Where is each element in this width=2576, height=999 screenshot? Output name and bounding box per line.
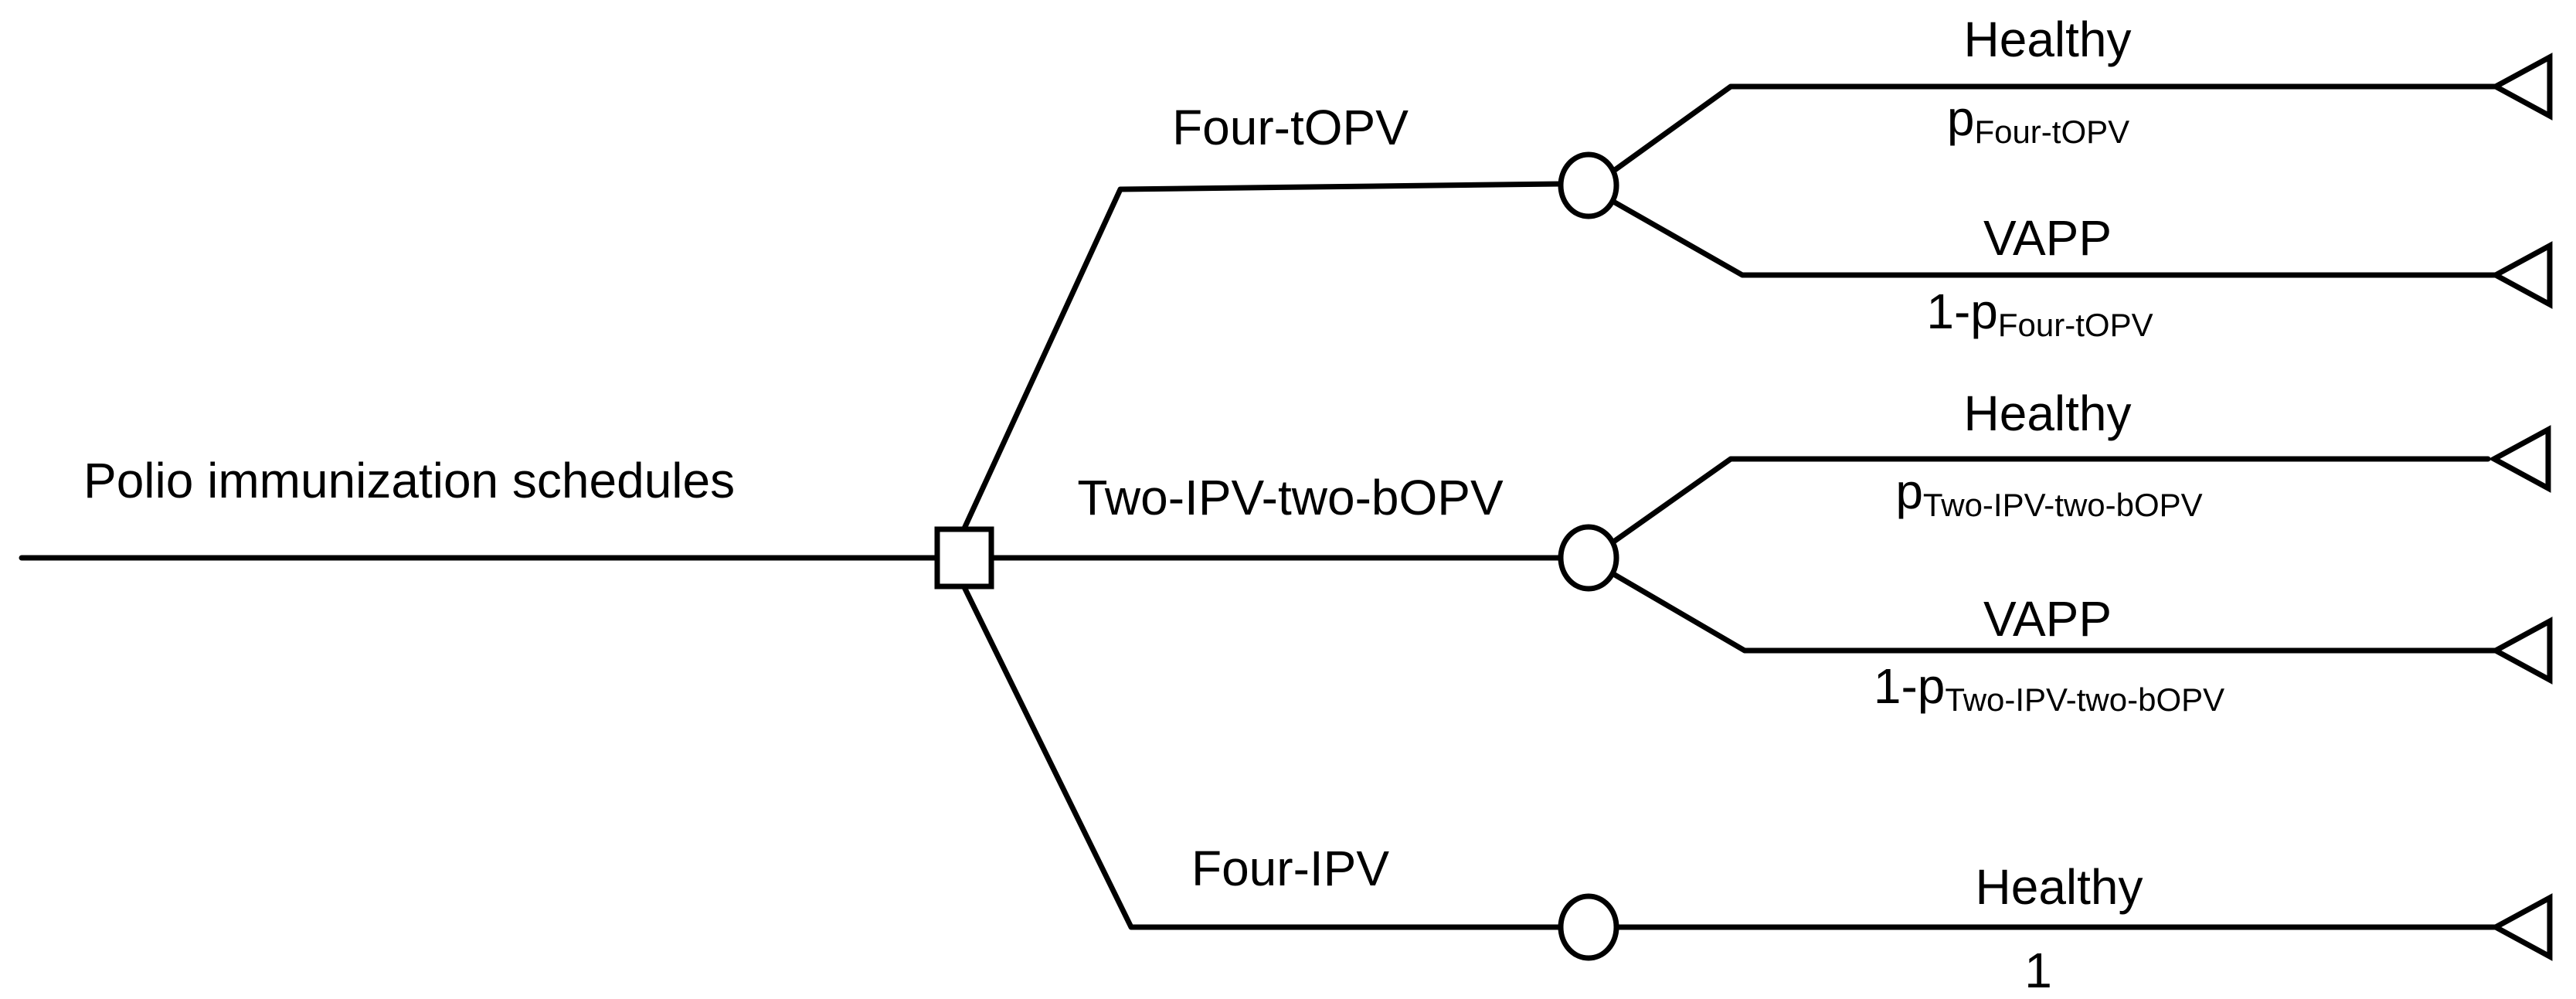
outcome-label-four-topv-healthy: Healthy [1964, 12, 2132, 67]
terminal-node-icon [2489, 893, 2553, 961]
terminal-node-icon [2489, 53, 2553, 121]
strategy-label-four-topv: Four-tOPV [1172, 100, 1409, 155]
chance-node-four-topv [1558, 151, 1619, 219]
outcome-label-two-ipv-healthy: Healthy [1964, 386, 2132, 441]
terminal-node-icon [2489, 241, 2553, 309]
chance-node-two-ipv-two-bopv [1558, 524, 1619, 592]
probability-four-ipv-healthy: 1 [2024, 943, 2052, 998]
outcome-branch-two-ipv-vapp [1612, 572, 2499, 654]
outcome-branch-four-topv-vapp [1612, 199, 2499, 278]
branch-four-topv [961, 181, 1564, 532]
outcome-label-two-ipv-vapp: VAPP [1983, 591, 2112, 647]
root-label: Polio immunization schedules [83, 453, 735, 508]
branch-four-ipv [961, 584, 1564, 930]
terminal-node-icon [2489, 617, 2553, 685]
strategy-label-four-ipv: Four-IPV [1191, 841, 1389, 896]
outcome-label-four-topv-vapp: VAPP [1983, 210, 2112, 266]
outcome-branch-two-ipv-healthy [1612, 456, 2491, 544]
probability-four-topv-healthy: pFour-tOPV [1947, 90, 2129, 150]
chance-node-four-ipv [1558, 893, 1619, 961]
probability-two-ipv-vapp: 1-pTwo-IPV-two-bOPV [1874, 658, 2224, 718]
terminal-node-icon [2488, 425, 2551, 493]
outcome-branch-four-topv-healthy [1612, 83, 2499, 173]
outcome-label-four-ipv-healthy: Healthy [1976, 859, 2143, 915]
strategy-label-two-ipv-two-bopv: Two-IPV-two-bOPV [1077, 470, 1504, 525]
decision-node [934, 526, 994, 590]
probability-four-topv-vapp: 1-pFour-tOPV [1926, 284, 2153, 343]
probability-two-ipv-healthy: pTwo-IPV-two-bOPV [1895, 464, 2202, 523]
